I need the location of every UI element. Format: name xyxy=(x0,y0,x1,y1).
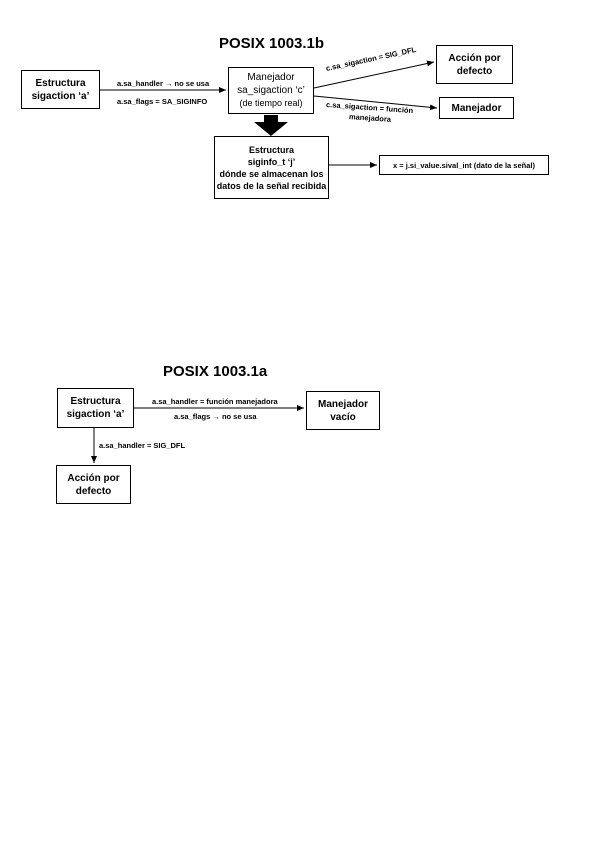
a-empty-box: Manejador vacío xyxy=(306,391,380,430)
a-struct-line-2: sigaction ‘a’ xyxy=(66,409,125,420)
a-label-dfl: a.sa_handler = SIG_DFL xyxy=(99,441,186,450)
diagram-b-title: POSIX 1003.1b xyxy=(219,35,325,52)
b-manejador-line-1: Manejador xyxy=(451,102,502,114)
b-struct-line-1: Estructura xyxy=(35,77,86,89)
diagram-a-title: POSIX 1003.1a xyxy=(163,363,268,380)
b-default-line-1: Acción por xyxy=(448,52,501,64)
b-label-handler: a.sa_handler → no se usa xyxy=(117,79,210,88)
b-siginfo-box: Estructura siginfo_t ‘j’ dónde se almace… xyxy=(214,136,329,199)
b-struct-box: Estructura sigaction ‘a’ xyxy=(21,70,100,109)
b-thick-arrow-down xyxy=(254,115,288,136)
b-siginfo-line-3: dónde se almacenan los xyxy=(219,168,324,179)
b-value-line-1: x = j.si_value.sival_int (dato de la señ… xyxy=(393,160,535,170)
b-siginfo-line-1: Estructura xyxy=(248,144,294,155)
a-label-flags: a.sa_flags → no se usa xyxy=(174,412,257,421)
b-label-flags: a.sa_flags = SA_SIGINFO xyxy=(117,97,208,106)
a-default-line-2: defecto xyxy=(75,485,112,497)
a-empty-line-1: Manejador xyxy=(317,398,368,410)
b-arrow-handler-to-default xyxy=(313,60,435,89)
b-value-box: x = j.si_value.sival_int (dato de la señ… xyxy=(379,155,549,175)
b-handler-line-3: (de tiempo real) xyxy=(239,98,303,108)
b-handler-box: Manejador sa_sigaction ‘c’ (de tiempo re… xyxy=(228,67,314,114)
a-label-handler: a.sa_handler = función manejadora xyxy=(152,397,278,406)
b-handler-line-2: sa_sigaction ‘c’ xyxy=(237,85,305,96)
a-default-box: Acción por defecto xyxy=(56,465,131,504)
b-handler-line-1: Manejador xyxy=(247,72,295,83)
b-default-line-2: defecto xyxy=(456,65,493,77)
b-arrow-handler-to-manejador xyxy=(313,95,438,111)
a-default-line-1: Acción por xyxy=(67,472,120,484)
b-siginfo-line-2: siginfo_t ‘j’ xyxy=(247,156,296,167)
b-default-box: Acción por defecto xyxy=(436,45,513,84)
b-struct-line-2: sigaction ‘a’ xyxy=(31,90,90,102)
a-struct-box: Estructura sigaction ‘a’ xyxy=(57,388,134,428)
a-empty-line-2: vacío xyxy=(330,411,356,423)
a-struct-line-1: Estructura xyxy=(70,396,121,407)
b-siginfo-line-4: datos de la señal recibida xyxy=(216,180,327,191)
b-manejador-box: Manejador xyxy=(439,97,514,119)
